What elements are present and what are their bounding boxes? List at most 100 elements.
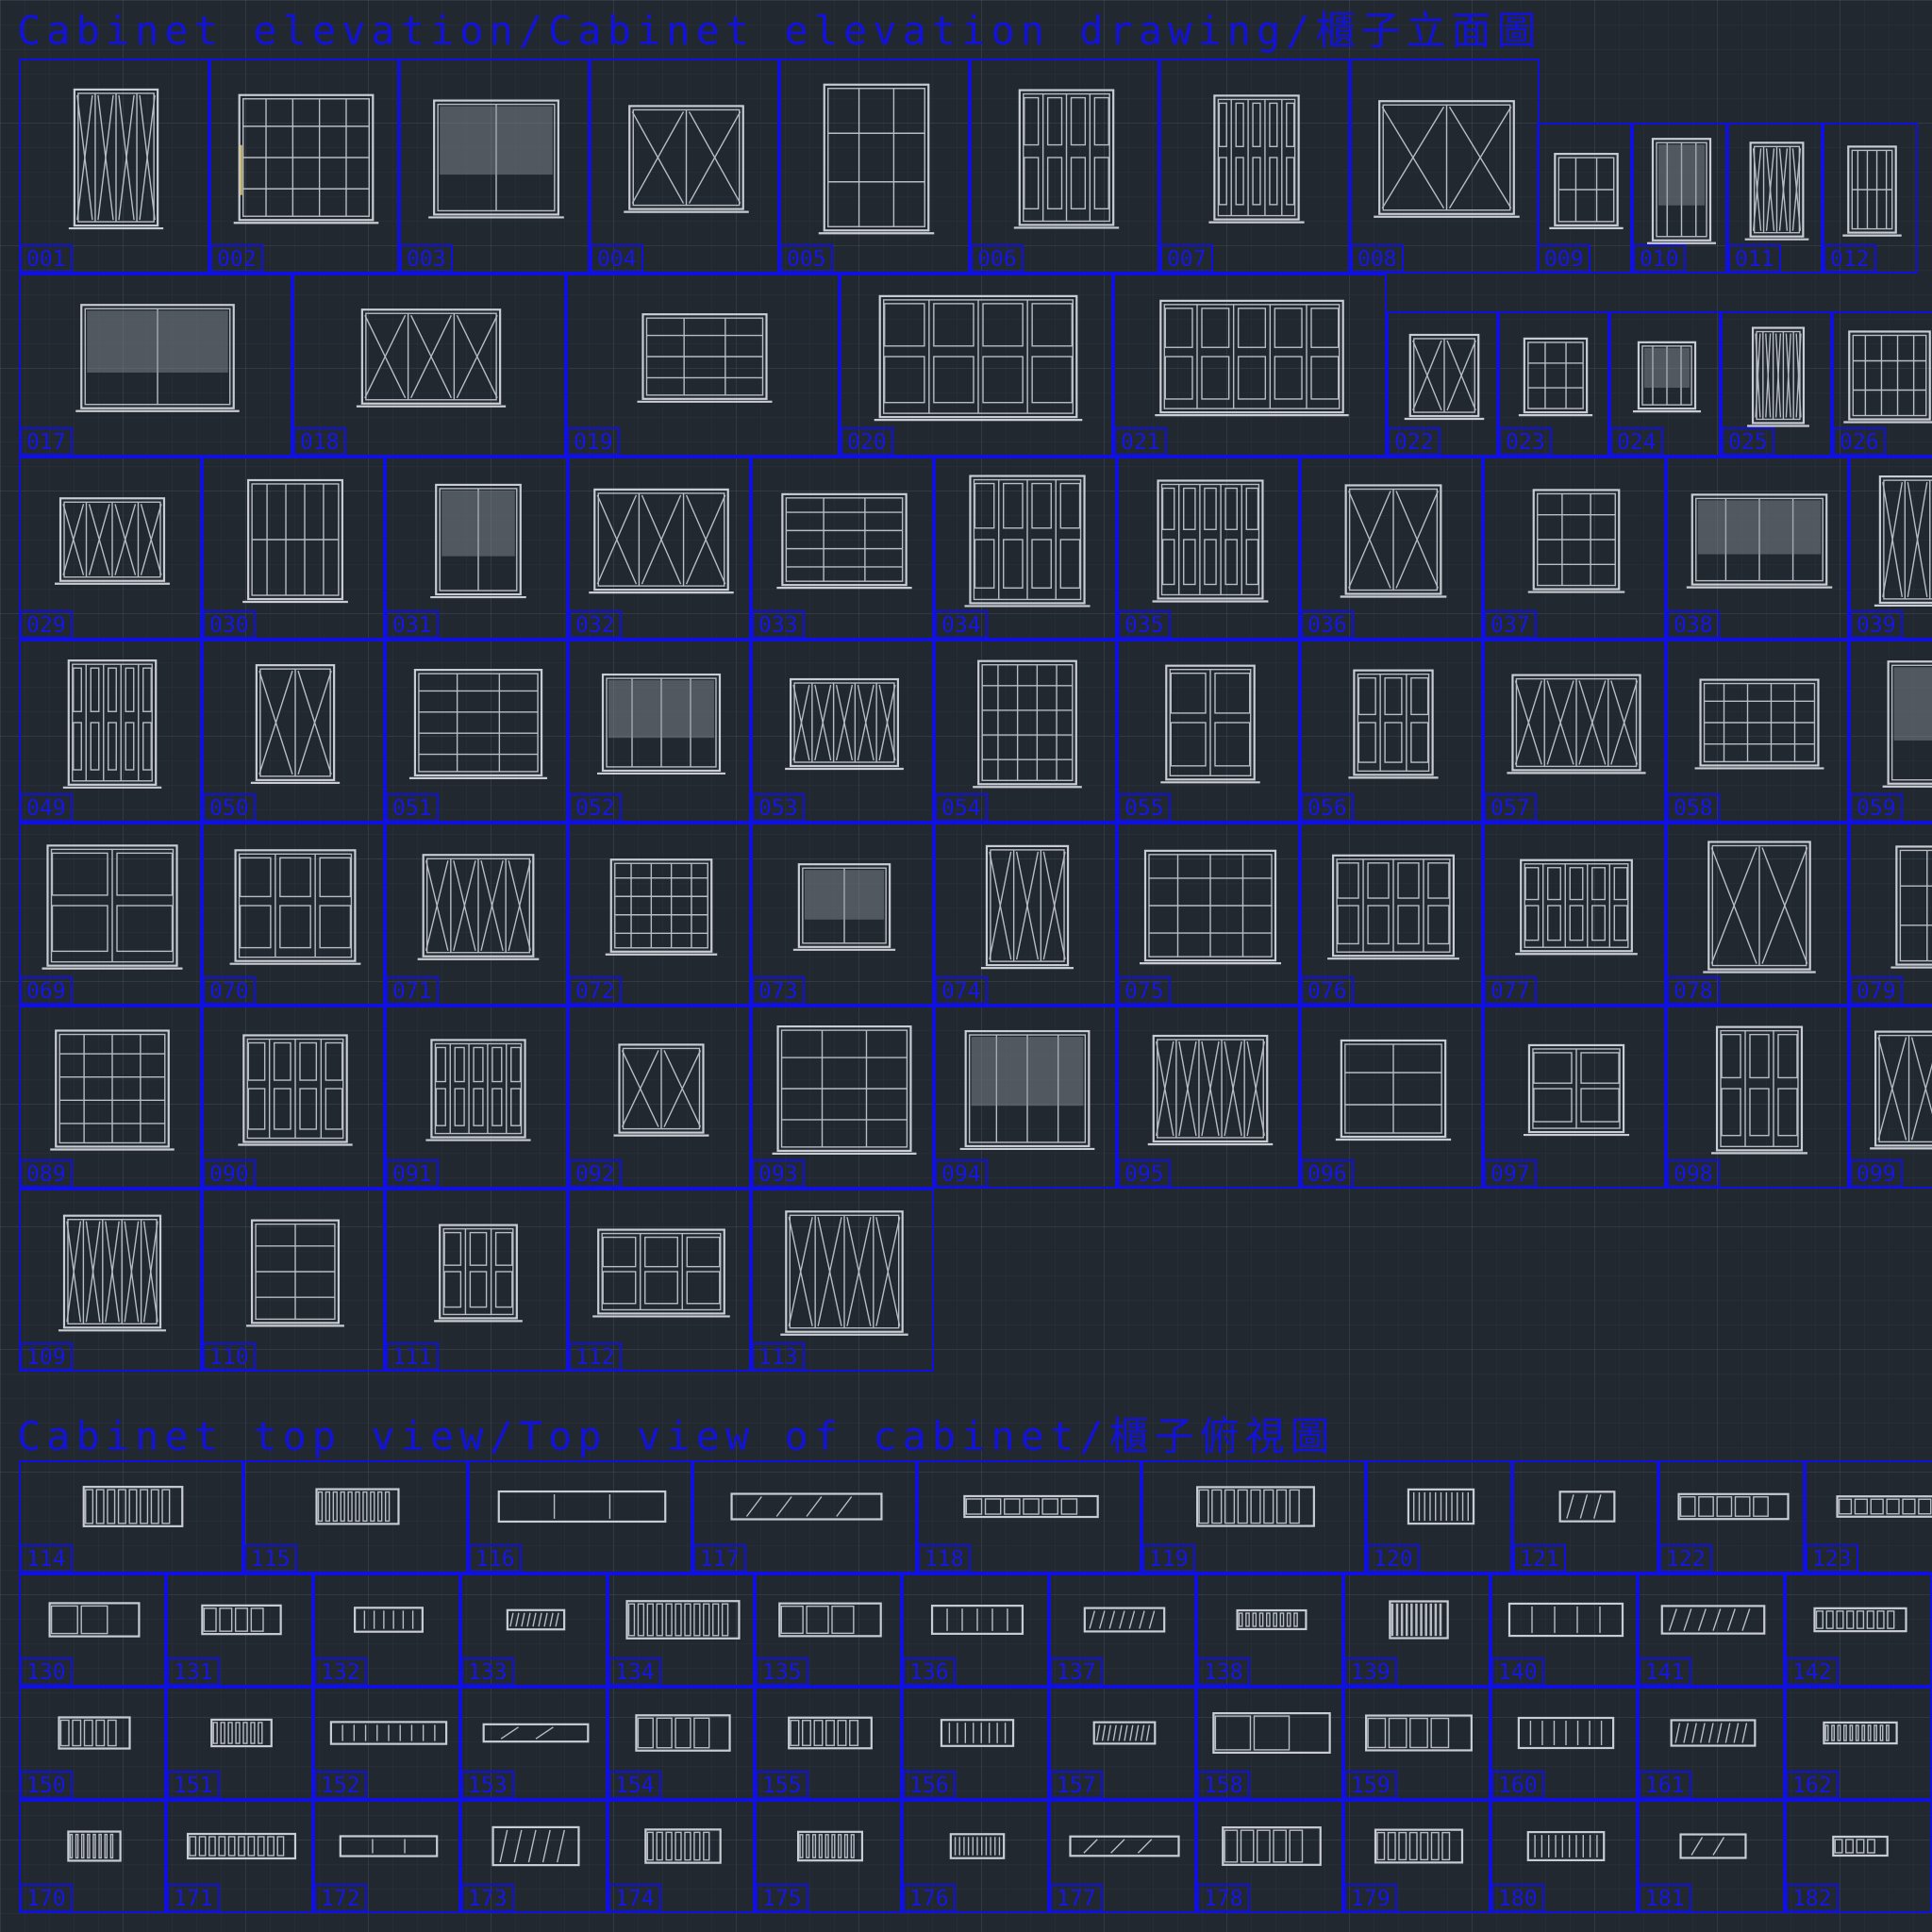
elevation-block-007: 007 [1159, 58, 1350, 274]
elevation-block-090: 090 [202, 1006, 385, 1189]
cabinet-drawing [1526, 1830, 1606, 1862]
elevation-block-005: 005 [779, 58, 970, 274]
cabinet-drawing [186, 1832, 297, 1860]
cabinet-drawing [1013, 89, 1120, 229]
cabinet-drawing [67, 1830, 122, 1862]
block-number-label: 004 [591, 244, 643, 272]
block-number-label: 024 [1611, 427, 1663, 455]
block-number-label: 073 [753, 976, 805, 1004]
block-number-label: 175 [757, 1884, 808, 1911]
elevation-block-002: 002 [209, 58, 399, 274]
block-number-label: 008 [1352, 244, 1404, 272]
cabinet-drawing [62, 659, 162, 789]
cabinet-drawing [1160, 664, 1260, 784]
cabinet-drawing [644, 1828, 722, 1864]
block-number-label: 171 [168, 1884, 220, 1911]
elevation-block-003: 003 [399, 58, 590, 274]
block-number-label: 094 [936, 1159, 988, 1187]
block-number-label: 120 [1368, 1544, 1420, 1572]
block-number-label: 159 [1345, 1771, 1397, 1798]
elevation-block-079: 079 [1849, 823, 1932, 1006]
elevation-block-022: 022 [1387, 311, 1498, 457]
cabinet-drawing [637, 313, 773, 403]
top-view-block-152: 152 [313, 1687, 460, 1800]
block-number-label: 092 [570, 1159, 622, 1187]
cabinet-drawing [42, 844, 183, 970]
block-number-label: 018 [294, 427, 346, 455]
cabinet-drawing [635, 1714, 731, 1752]
elevation-block-021: 021 [1113, 274, 1387, 457]
block-number-label: 037 [1485, 610, 1537, 638]
cabinet-drawing [1843, 330, 1932, 424]
cabinet-drawing [1677, 1492, 1790, 1521]
cabinet-drawing [68, 88, 164, 230]
cabinet-drawing [796, 1830, 864, 1862]
block-number-label: 095 [1119, 1159, 1171, 1187]
top-view-block-178: 178 [1196, 1800, 1343, 1913]
cabinet-drawing [792, 863, 896, 951]
cabinet-drawing [1842, 145, 1902, 237]
block-number-label: 172 [315, 1884, 367, 1911]
block-number-label: 074 [936, 976, 988, 1004]
block-number-label: 034 [936, 610, 988, 638]
elevation-block-097: 097 [1483, 1006, 1666, 1189]
block-number-label: 131 [168, 1657, 220, 1685]
block-number-label: 132 [315, 1657, 367, 1685]
cabinet-drawing [1365, 1714, 1473, 1752]
top-view-block-161: 161 [1638, 1687, 1785, 1800]
top-view-block-173: 173 [460, 1800, 608, 1913]
cabinet-drawing [1222, 1826, 1322, 1866]
elevation-block-076: 076 [1300, 823, 1483, 1006]
block-number-label: 090 [204, 1159, 256, 1187]
cabinet-drawing [964, 475, 1091, 608]
elevation-block-012: 012 [1823, 123, 1918, 274]
elevation-block-057: 057 [1483, 640, 1666, 823]
block-number-label: 152 [315, 1771, 367, 1798]
cabinet-drawing [780, 1210, 908, 1336]
top-view-block-171: 171 [166, 1800, 313, 1913]
block-number-label: 049 [21, 793, 73, 821]
elevation-block-011: 011 [1727, 123, 1823, 274]
block-number-label: 111 [387, 1342, 439, 1370]
elevation-block-054: 054 [934, 640, 1117, 823]
cabinet-drawing [980, 844, 1074, 970]
block-number-label: 012 [1824, 244, 1876, 272]
elevation-section-title: Cabinet elevation/Cabinet elevation draw… [17, 8, 1542, 54]
elevation-block-075: 075 [1117, 823, 1300, 1006]
cabinet-drawing [417, 854, 540, 960]
cabinet-drawing [329, 1721, 448, 1745]
block-number-label: 099 [1851, 1159, 1903, 1187]
top-view-block-121: 121 [1512, 1460, 1658, 1574]
cabinet-drawing [874, 294, 1083, 422]
cabinet-drawing [605, 858, 718, 956]
top-view-block-138: 138 [1196, 1574, 1343, 1687]
cabinet-drawing [1389, 1600, 1449, 1640]
cabinet-drawing [930, 1605, 1024, 1635]
cabinet-drawing [1212, 1712, 1331, 1754]
block-number-label: 123 [1807, 1544, 1858, 1572]
block-number-label: 058 [1668, 793, 1720, 821]
top-view-block-154: 154 [608, 1687, 755, 1800]
block-number-label: 110 [204, 1342, 256, 1370]
top-view-block-174: 174 [608, 1800, 755, 1913]
elevation-block-036: 036 [1300, 457, 1483, 640]
cabinet-drawing [1703, 841, 1816, 974]
block-number-label: 182 [1787, 1884, 1839, 1911]
top-view-block-117: 117 [692, 1460, 917, 1574]
block-number-label: 051 [387, 793, 439, 821]
block-number-label: 114 [21, 1544, 73, 1572]
elevation-block-091: 091 [385, 1006, 568, 1189]
cabinet-drawing [959, 1029, 1095, 1151]
cabinet-drawing [1679, 1833, 1747, 1859]
block-number-label: 113 [753, 1342, 805, 1370]
top-view-block-176: 176 [902, 1800, 1049, 1913]
block-number-label: 174 [609, 1884, 661, 1911]
block-number-label: 069 [21, 976, 73, 1004]
block-number-label: 078 [1668, 976, 1720, 1004]
elevation-block-037: 037 [1483, 457, 1666, 640]
block-number-label: 160 [1492, 1771, 1544, 1798]
elevation-block-098: 098 [1666, 1006, 1849, 1189]
elevation-block-023: 023 [1498, 311, 1609, 457]
cabinet-drawing [1549, 153, 1624, 229]
